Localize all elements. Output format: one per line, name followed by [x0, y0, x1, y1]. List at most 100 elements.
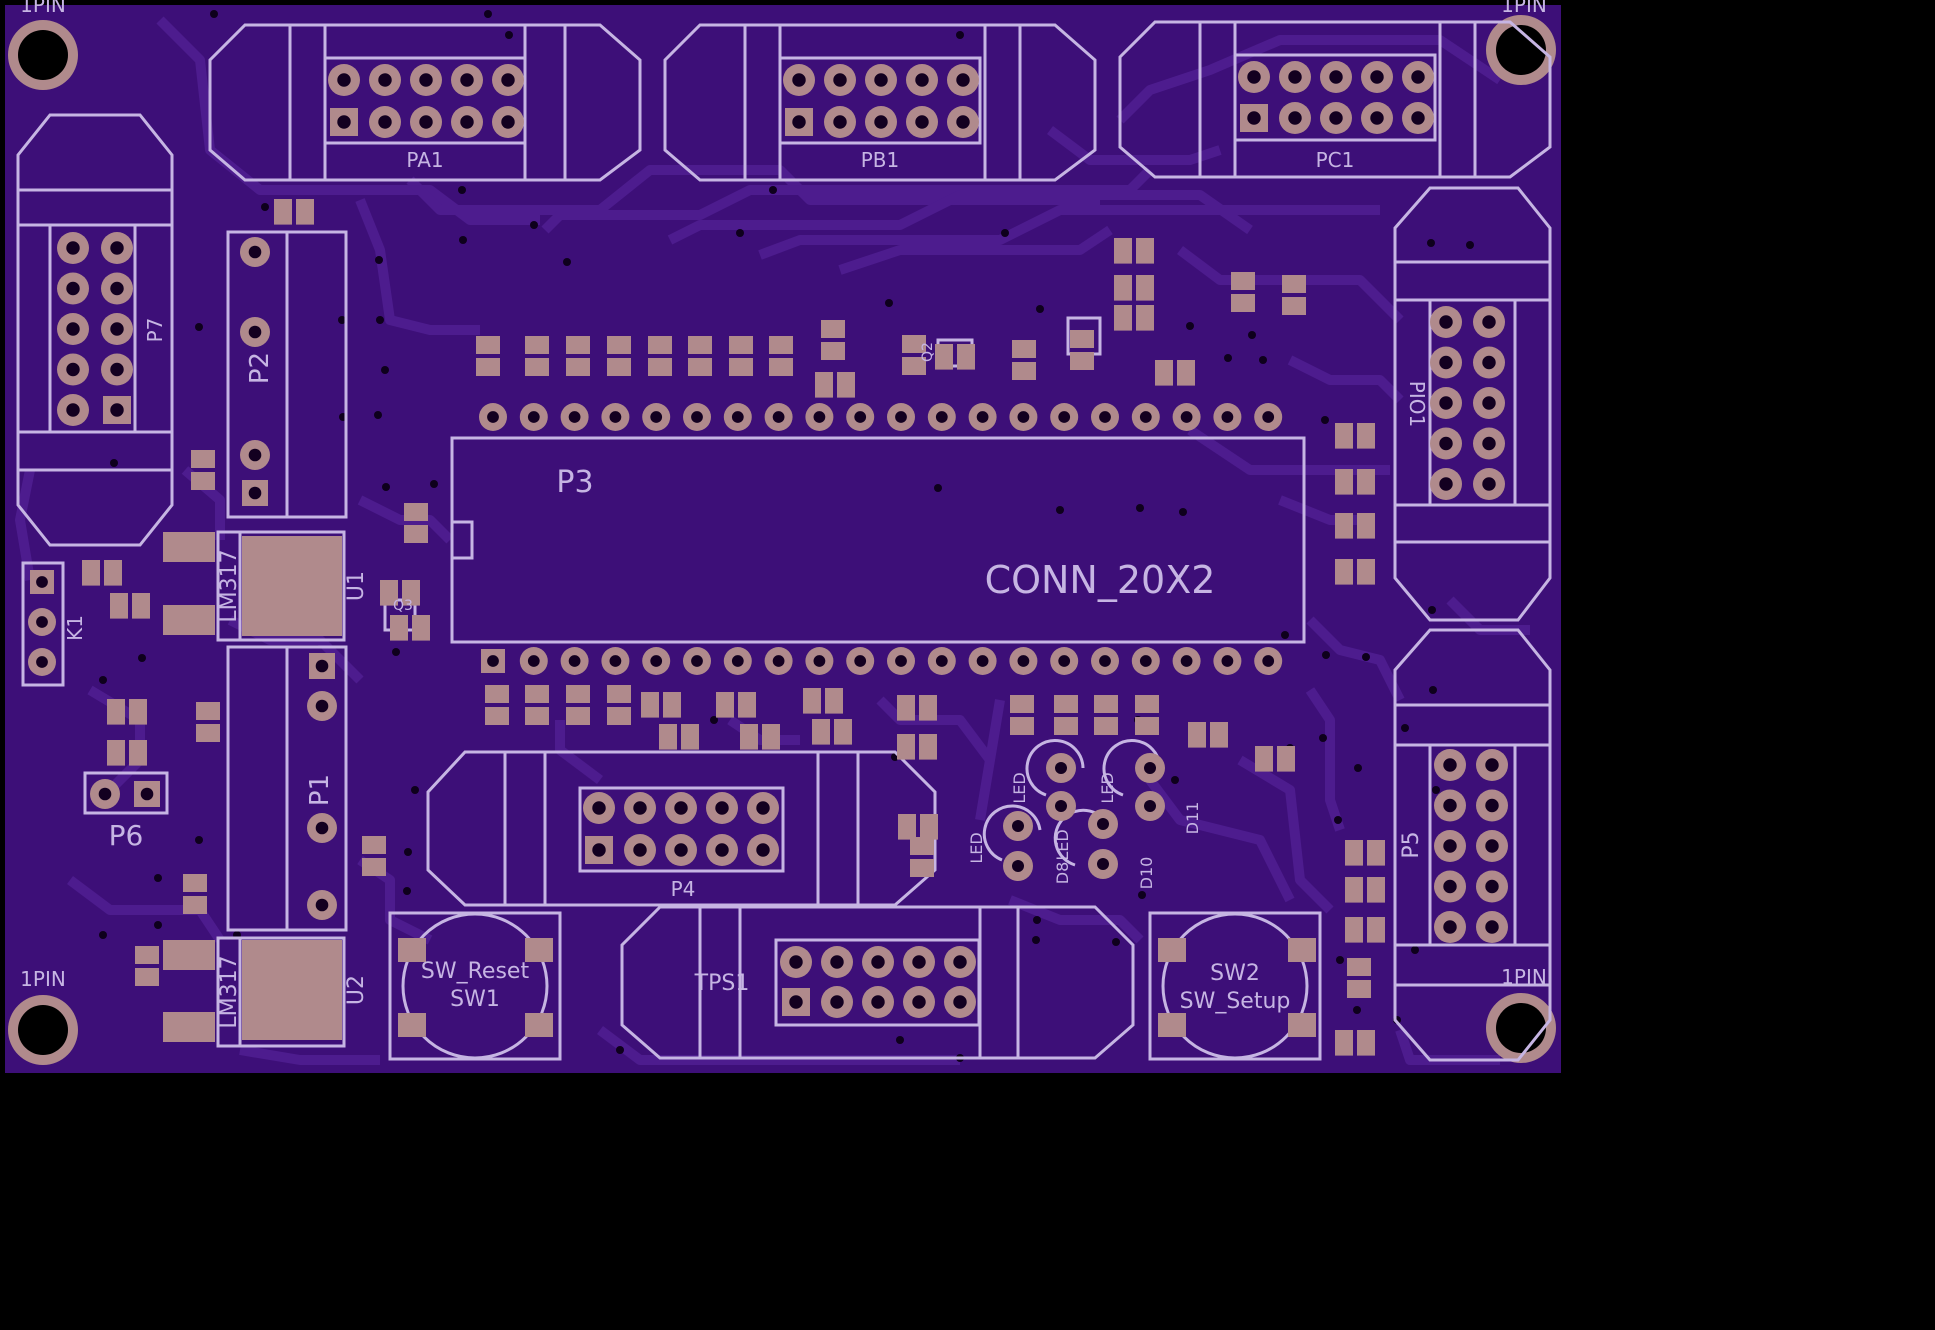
label-d11: D11	[1183, 802, 1202, 835]
smd-pad	[1255, 746, 1273, 772]
label-led-2: LED	[1010, 772, 1029, 803]
led-outline	[1102, 738, 1162, 797]
smd-pad	[740, 724, 758, 750]
smd-pad	[566, 707, 590, 725]
p4-outline	[426, 750, 937, 907]
mounting-holes	[8, 15, 1556, 1065]
smd-pad	[607, 685, 631, 703]
header-pads	[28, 61, 1508, 1018]
smd-pad	[1114, 305, 1132, 331]
led-outline	[982, 804, 1042, 862]
smd-pad	[729, 358, 753, 376]
smd-pad	[1114, 275, 1132, 301]
smd-pad	[1135, 695, 1159, 713]
pcb-board: PA1 PB1 PC1 P7 P2 P3 CONN_20X2 PIO1 P5 K…	[5, 0, 1561, 1073]
smd-pad	[1054, 695, 1078, 713]
label-q3: Q3	[393, 598, 413, 614]
smd-pad	[663, 692, 681, 718]
smd-pad	[1010, 695, 1034, 713]
label-u2: U2	[344, 975, 369, 1005]
smd-pad	[1070, 330, 1094, 348]
smd-pad	[191, 472, 215, 490]
label-sw2: SW2	[1210, 961, 1260, 986]
smd-pad	[1357, 469, 1375, 495]
label-sw-setup: SW_Setup	[1180, 989, 1291, 1014]
label-p2: P2	[245, 352, 275, 384]
smd-pad	[402, 580, 420, 606]
smd-pad	[1335, 559, 1353, 585]
smd-pad	[1335, 469, 1353, 495]
label-led-3: LED	[1053, 829, 1072, 860]
label-pa1: PA1	[406, 148, 443, 172]
label-p6: P6	[109, 819, 144, 852]
smd-pad	[607, 358, 631, 376]
smd-pad	[525, 707, 549, 725]
label-1pin-br: 1PIN	[1501, 965, 1547, 989]
smd-pad	[1282, 297, 1306, 315]
switch-pads	[398, 938, 1316, 1037]
smd-pad	[762, 724, 780, 750]
label-p3: P3	[556, 465, 593, 500]
pb1-outline	[663, 23, 1097, 182]
smd-pad	[1177, 360, 1195, 386]
smd-pad	[566, 358, 590, 376]
smd-pad	[738, 692, 756, 718]
led-pads	[1003, 753, 1165, 881]
smd-pad	[380, 580, 398, 606]
smd-pad	[183, 896, 207, 914]
smd-pad	[902, 357, 926, 375]
smd-pad	[404, 503, 428, 521]
smd-pad	[1136, 238, 1154, 264]
smd-pad	[1231, 272, 1255, 290]
smd-pad	[404, 525, 428, 543]
smd-pad	[641, 692, 659, 718]
label-lm317-b: LM317	[217, 955, 242, 1028]
smd-pad	[1012, 362, 1036, 380]
u2-outline	[216, 936, 346, 1048]
smd-pad	[1155, 360, 1173, 386]
smd-pad	[834, 719, 852, 745]
smd-pad	[476, 358, 500, 376]
smd-pad	[525, 685, 549, 703]
smd-pad	[1345, 877, 1363, 903]
label-u1: U1	[344, 571, 369, 601]
smd-pad	[659, 724, 677, 750]
smd-pad	[1335, 1030, 1353, 1056]
smd-pad	[274, 199, 292, 225]
smd-pads	[82, 199, 1385, 1056]
smd-pad	[135, 968, 159, 986]
smd-pad	[729, 336, 753, 354]
smd-pad	[821, 342, 845, 360]
smd-pad	[1357, 513, 1375, 539]
smd-pad	[681, 724, 699, 750]
smd-pad	[107, 699, 125, 725]
p6-outline	[83, 771, 169, 815]
pc1-outline	[1118, 20, 1552, 179]
label-p1: P1	[305, 774, 335, 806]
smd-pad	[196, 702, 220, 720]
smd-pad	[1210, 722, 1228, 748]
smd-pad	[485, 685, 509, 703]
smd-pad	[688, 358, 712, 376]
smd-pad	[476, 336, 500, 354]
label-led-4: LED	[1098, 772, 1117, 803]
smd-pad	[191, 450, 215, 468]
vias	[99, 10, 1474, 1062]
smd-pad	[1277, 746, 1295, 772]
smd-pad	[1054, 717, 1078, 735]
smd-pad	[821, 320, 845, 338]
smd-pad	[390, 615, 408, 641]
smd-pad	[910, 859, 934, 877]
smd-pad	[1345, 917, 1363, 943]
smd-pad	[129, 699, 147, 725]
smd-pad	[1367, 840, 1385, 866]
label-1pin-bl: 1PIN	[20, 967, 66, 991]
regulator-pads	[163, 532, 342, 1042]
smd-pad	[1094, 717, 1118, 735]
smd-pad	[935, 344, 953, 370]
p7-outline	[16, 113, 174, 547]
label-pio1: PIO1	[1405, 381, 1429, 427]
smd-pad	[1357, 559, 1375, 585]
smd-pad	[898, 814, 916, 840]
smd-pad	[1282, 275, 1306, 293]
